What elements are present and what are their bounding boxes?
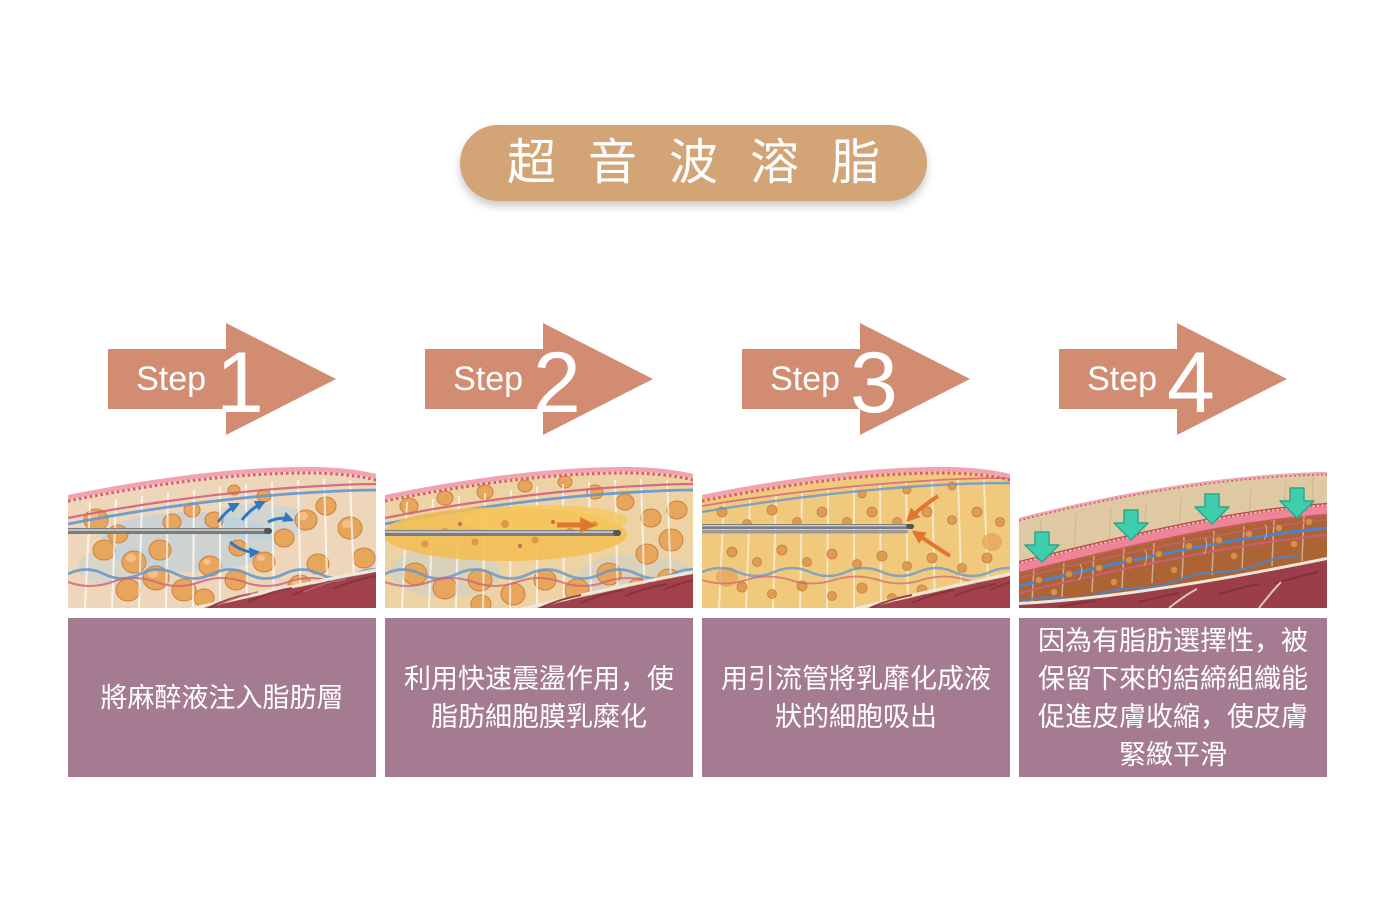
step-4-label: Step 4 bbox=[1087, 335, 1215, 431]
step-3-arrow: Step 3 bbox=[702, 323, 1010, 435]
skin-contraction-arrows bbox=[1024, 487, 1315, 563]
suction-of-liquefied-fat-illustration bbox=[702, 467, 1010, 608]
step-1-caption: 將麻醉液注入脂肪層 bbox=[68, 618, 376, 777]
step-4-arrow: Step 4 bbox=[1019, 323, 1327, 435]
step-2-arrow: Step 2 bbox=[385, 323, 693, 435]
right-arrow-icon bbox=[1059, 323, 1287, 435]
illustration-step-3 bbox=[702, 462, 1010, 608]
right-arrow-icon bbox=[742, 323, 970, 435]
cannula-injecting-anesthetic-illustration bbox=[68, 467, 376, 608]
drainage-cannula bbox=[702, 524, 914, 534]
step-1-label: Step 1 bbox=[136, 335, 264, 431]
skin-tightening-illustration bbox=[1019, 472, 1327, 608]
suction-arrows bbox=[906, 494, 952, 558]
right-arrow-icon bbox=[425, 323, 653, 435]
step-2-label: Step 2 bbox=[453, 335, 581, 431]
steps-grid: Step 1 bbox=[68, 323, 1327, 777]
fat-droplets bbox=[1035, 518, 1313, 596]
step-column-1: Step 1 bbox=[68, 323, 376, 777]
step-3-label: Step 3 bbox=[770, 335, 898, 431]
ultrasonic-emulsification-illustration bbox=[385, 467, 693, 608]
step-3-caption: 用引流管將乳靡化成液狀的細胞吸出 bbox=[702, 618, 1010, 777]
page-title: 超音波溶脂 bbox=[506, 135, 912, 190]
right-arrow-icon bbox=[108, 323, 336, 435]
step-1-arrow: Step 1 bbox=[68, 323, 376, 435]
step-column-4: Step 4 bbox=[1019, 323, 1327, 777]
step-4-caption: 因為有脂肪選擇性，被保留下來的結締組織能促進皮膚收縮，使皮膚緊緻平滑 bbox=[1019, 618, 1327, 777]
step-2-caption: 利用快速震盪作用，使脂肪細胞膜乳糜化 bbox=[385, 618, 693, 777]
illustration-step-4 bbox=[1019, 462, 1327, 608]
step-column-3: Step 3 bbox=[702, 323, 1010, 777]
illustration-step-2 bbox=[385, 462, 693, 608]
illustration-step-1 bbox=[68, 462, 376, 608]
title-banner: 超音波溶脂 bbox=[460, 125, 927, 201]
anesthetic-spray-arrows bbox=[216, 500, 295, 559]
cannula bbox=[385, 530, 621, 536]
cannula bbox=[68, 528, 272, 534]
step-column-2: Step 2 bbox=[385, 323, 693, 777]
